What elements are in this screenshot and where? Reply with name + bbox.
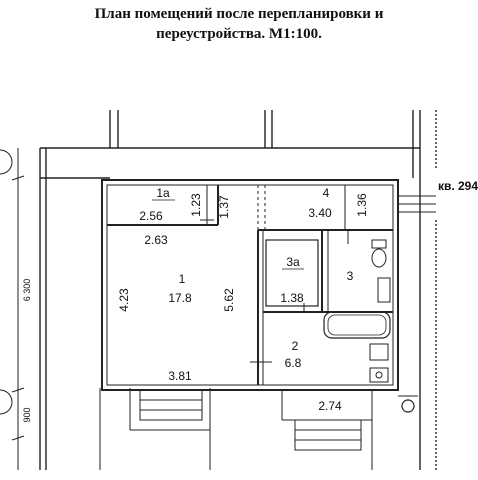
sink-icon	[377, 277, 391, 303]
room-1-top-dimension: 2.63	[144, 233, 168, 247]
toilet-icon	[371, 248, 387, 268]
room-4-number: 4	[323, 186, 330, 200]
axis-marker	[0, 149, 13, 175]
balcony-window	[139, 389, 203, 421]
room-1-right-dimension: 5.62	[222, 288, 236, 312]
room-1-area: 17.8	[168, 291, 192, 305]
room-1a-height: 1.37	[217, 195, 231, 219]
room-1-left-dimension: 4.23	[117, 288, 131, 312]
room-1-number: 1	[179, 272, 186, 286]
bottom-height-dimension: 900	[22, 407, 32, 422]
plan-title-line-2: переустройства. М1:100.	[156, 26, 322, 42]
room-4-area: 3.40	[308, 206, 332, 220]
kitchen-sink-drain-icon	[375, 371, 383, 379]
apartment-outline-inner	[106, 184, 394, 386]
valve-icon	[401, 399, 415, 413]
room-3a-area: 1.38	[280, 291, 304, 305]
balcony-window	[294, 419, 362, 451]
bathtub-icon-inner	[327, 314, 387, 336]
kitchen-sink-icon	[369, 367, 389, 383]
room-1a-number: 1а	[156, 186, 170, 200]
stove-icon	[369, 343, 389, 361]
room-3-number: 3	[347, 269, 354, 283]
apartment-outline	[101, 179, 399, 391]
room-4-dimension: 1.36	[355, 193, 369, 217]
room-1a-area: 2.56	[139, 209, 163, 223]
neighbor-apartment-label: кв. 294	[438, 179, 478, 193]
bathtub-icon	[323, 311, 391, 339]
total-height-dimension: 6 300	[22, 279, 32, 302]
room-3a-closet	[265, 239, 319, 307]
plan-title-line-1: План помещений после перепланировки и	[94, 6, 384, 22]
room-2-bottom-dimension: 2.74	[318, 399, 342, 413]
room-2-number: 2	[292, 339, 299, 353]
axis-marker	[0, 389, 13, 415]
room-1a-width: 1.23	[189, 193, 203, 217]
room-2-area: 6.8	[285, 356, 302, 370]
toilet-tank-icon	[371, 239, 387, 249]
room-1-bottom-dimension: 3.81	[168, 369, 192, 383]
room-3a-number: 3а	[286, 255, 300, 269]
